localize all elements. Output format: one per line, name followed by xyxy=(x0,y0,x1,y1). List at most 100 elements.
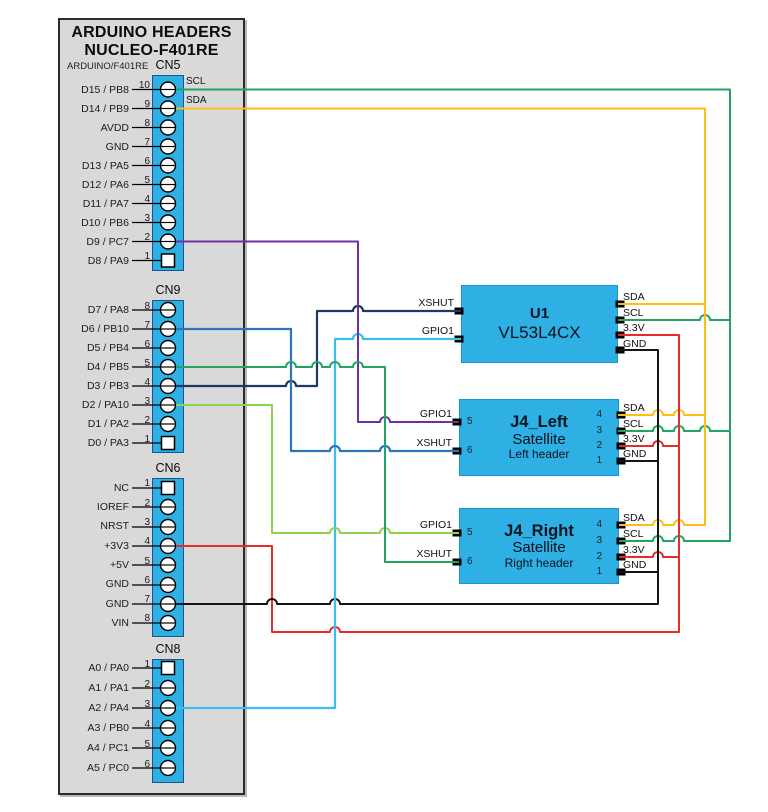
pin-row: GND 7 xyxy=(58,594,184,613)
pin-number: 6 xyxy=(144,758,150,770)
j4-right-ref: J4_Right xyxy=(504,521,574,540)
pin-name: D8 / PA9 xyxy=(87,254,129,267)
j4-left-gpio1-label: GPIO1 xyxy=(419,408,452,420)
j4-left-pin5-num: 5 xyxy=(467,416,473,427)
pin-number: 8 xyxy=(144,300,150,312)
cn9-label: CN9 xyxy=(155,283,181,297)
pin-row: A5 / PC0 6 xyxy=(58,759,184,778)
pin-name: A0 / PA0 xyxy=(88,662,129,674)
wire-3v3 xyxy=(176,334,680,633)
cn8-label: CN8 xyxy=(155,642,181,656)
pin-number: 10 xyxy=(138,80,150,91)
pin-row: D6 / PB10 7 xyxy=(58,320,184,339)
j4-left-xshut-label: XSHUT xyxy=(416,437,452,449)
u1-scl-label: SCL xyxy=(623,307,644,319)
j4-left-3v3-label: 3.3V xyxy=(623,433,645,445)
pin-number: 8 xyxy=(144,613,150,625)
j4-left-pin2-num: 2 xyxy=(596,440,602,451)
pin-name: A4 / PC1 xyxy=(86,742,129,754)
pin-name: D7 / PA8 xyxy=(87,304,129,316)
pin-row: +5V 5 xyxy=(58,556,184,575)
pin-name: A2 / PA4 xyxy=(88,702,129,714)
pin-number: 7 xyxy=(144,137,150,148)
j4-right-pin4-num: 4 xyxy=(596,519,602,530)
pin-name: D9 / PC7 xyxy=(86,235,129,248)
module-j4-left: J4_Left Satellite Left header 5 6 4 3 2 … xyxy=(459,399,619,476)
pin-name: A1 / PA1 xyxy=(88,682,129,694)
pin-name: +3V3 xyxy=(104,539,129,552)
pin-name: NC xyxy=(113,481,129,494)
pin-row: D10 / PB6 3 xyxy=(58,213,184,232)
pin-name: A5 / PC0 xyxy=(86,762,129,774)
u1-xshut-label: XSHUT xyxy=(418,297,454,309)
module-j4-right: J4_Right Satellite Right header 5 6 4 3 … xyxy=(459,508,619,584)
pin-name: D1 / PA2 xyxy=(87,418,129,430)
j4-right-pin6-num: 6 xyxy=(467,556,473,567)
pin-name: GND xyxy=(105,597,129,610)
pin-name: +5V xyxy=(110,559,129,572)
cn5-label: CN5 xyxy=(155,58,181,72)
pin-name: AVDD xyxy=(100,121,129,134)
pin-row: A2 / PA4 3 xyxy=(58,699,184,718)
u1-gnd-label: GND xyxy=(623,338,647,350)
j4-right-scl-label: SCL xyxy=(623,528,644,540)
j4-left-pin1-num: 1 xyxy=(596,455,602,466)
cn5-scl-label: SCL xyxy=(186,76,206,87)
pin-number: 5 xyxy=(144,175,150,186)
pin-row: D0 / PA3 1 xyxy=(58,434,184,453)
pin-row: A1 / PA1 2 xyxy=(58,679,184,698)
pin-number: 3 xyxy=(144,698,150,710)
pin-number: 2 xyxy=(144,414,150,426)
pin-name: D10 / PB6 xyxy=(81,216,129,229)
pin-row: D12 / PA6 5 xyxy=(58,175,184,194)
pin-number: 6 xyxy=(144,574,150,586)
j4-left-pin3-num: 3 xyxy=(596,425,602,436)
j4-right-pin2-num: 2 xyxy=(596,551,602,562)
module-u1: U1 VL53L4CX xyxy=(461,285,618,363)
pin-number: 3 xyxy=(144,516,150,528)
pin-number: 6 xyxy=(144,156,150,167)
j4-right-gpio1-label: GPIO1 xyxy=(419,519,452,531)
j4-right-pin5-num: 5 xyxy=(467,527,473,538)
pin-name: D12 / PA6 xyxy=(81,178,129,191)
pin-name: D4 / PB5 xyxy=(86,361,129,373)
pin-name: D0 / PA3 xyxy=(87,437,129,449)
cn6-label: CN6 xyxy=(155,461,181,475)
pin-number: 4 xyxy=(144,194,150,205)
pin-name: GND xyxy=(105,140,129,153)
j4-right-sub2: Right header xyxy=(504,555,574,570)
pin-number: 1 xyxy=(144,433,150,445)
pin-number: 7 xyxy=(144,594,150,606)
j4-right-gnd-label: GND xyxy=(623,559,647,571)
j4-right-sda-label: SDA xyxy=(623,512,645,524)
panel-title-line2: NUCLEO-F401RE xyxy=(84,42,219,59)
pin-name: D6 / PB10 xyxy=(81,323,129,335)
j4-left-pin6-num: 6 xyxy=(467,445,473,456)
pin-number: 8 xyxy=(144,118,150,129)
pin-number: 6 xyxy=(144,338,150,350)
pin-number: 4 xyxy=(144,376,150,388)
u1-sda-label: SDA xyxy=(623,291,645,303)
pin-number: 5 xyxy=(144,555,150,567)
j4-left-pin4-num: 4 xyxy=(596,409,602,420)
j4-right-3v3-label: 3.3V xyxy=(623,544,645,556)
cn5-sda-label: SDA xyxy=(186,95,207,106)
j4-left-ref: J4_Left xyxy=(510,413,568,432)
pin-number: 9 xyxy=(144,99,150,110)
pin-number: 3 xyxy=(144,213,150,224)
pin-number: 7 xyxy=(144,319,150,331)
pin-name: NRST xyxy=(100,520,129,533)
pin-number: 2 xyxy=(144,678,150,690)
panel-subtitle: ARDUINO/F401RE xyxy=(67,61,149,72)
pin-number: 1 xyxy=(144,251,150,262)
j4-left-sub2: Left header xyxy=(508,447,570,462)
